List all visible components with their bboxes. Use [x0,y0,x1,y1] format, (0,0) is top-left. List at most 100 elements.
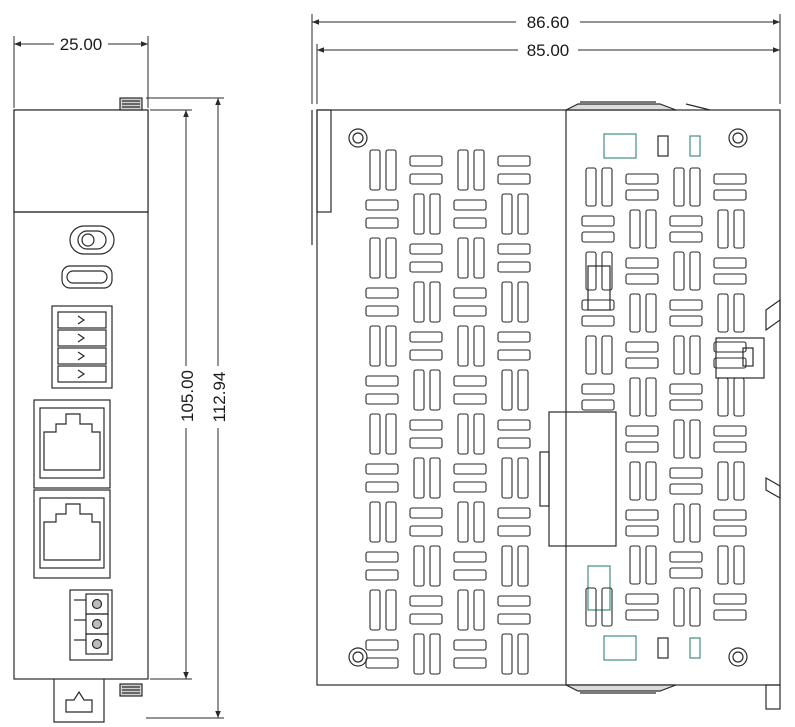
vent-slot [453,287,487,299]
vent-slot [409,595,443,607]
vent-slot [409,331,443,343]
dip-switch-icon [69,225,115,255]
vent-slot [457,413,469,455]
vent-slot [457,501,469,543]
vent-slot [625,525,659,537]
vent-slot [585,251,597,291]
vent-slot [409,525,443,537]
vent-slot [365,199,399,211]
vent-slot [601,251,613,291]
vent-slot [645,293,657,333]
vent-slot [473,325,485,367]
vent-slot [385,413,397,455]
vent-slot [457,325,469,367]
vent-slot [517,545,529,587]
vent-slot [497,173,531,185]
vent-slot [717,545,729,585]
vent-slot [369,589,381,631]
vent-slot [625,593,659,605]
vent-slot [629,461,641,501]
vent-slot [673,503,685,543]
vent-slot [517,281,529,323]
vent-slot [629,545,641,585]
rj45-port-icon [33,399,111,489]
vent-slot [625,189,659,201]
vent-slot [625,257,659,269]
vent-slot [713,357,747,369]
vent-slot [497,525,531,537]
vent-slot [409,349,443,361]
vent-slot [625,173,659,185]
vent-slot [413,545,425,587]
vent-slot [733,293,745,333]
vent-slot [625,357,659,369]
vent-slot [369,413,381,455]
vent-slot [429,633,441,675]
vent-slot [689,587,701,627]
vent-slot [497,243,531,255]
top-knob [565,103,677,111]
vent-slot [625,273,659,285]
vent-slot [453,199,487,211]
vent-slot [457,589,469,631]
dim-overall-width: 85.00 [527,41,570,60]
vent-slot [645,377,657,417]
vent-slot [453,375,487,387]
vent-slot [501,457,513,499]
vent-slot [365,375,399,387]
vent-slot [581,215,615,227]
vent-slot [673,167,685,207]
dim-front-width: 25.00 [60,35,103,54]
vent-slot [585,335,597,375]
vent-slot [453,393,487,405]
dim-overall-height: 112.94 [210,372,229,423]
vent-slot [669,383,703,395]
vent-slot [409,613,443,625]
vent-slot [409,243,443,255]
vent-slot [453,551,487,563]
vent-slot [601,167,613,207]
vent-slot [365,551,399,563]
vent-slot [369,501,381,543]
vent-slot [713,593,747,605]
vent-slot [429,457,441,499]
vent-slot [645,209,657,249]
vent-slot [689,335,701,375]
vent-slot [413,281,425,323]
vent-slot [385,501,397,543]
vent-slot [717,377,729,417]
vent-slot [517,193,529,235]
vent-slot [517,457,529,499]
vent-slot [629,377,641,417]
vent-slot [429,281,441,323]
vent-slot [713,609,747,621]
vent-slot [385,237,397,279]
side-view [311,101,781,710]
vent-slot [473,589,485,631]
vent-slot [625,341,659,353]
vent-slot [497,613,531,625]
vent-slot [733,209,745,249]
vent-slot [669,299,703,311]
vent-slot [473,501,485,543]
vent-slot [629,293,641,333]
vent-slot [365,481,399,493]
din-rail-clip-icon [765,298,781,332]
vent-slot [517,369,529,411]
vent-slot [717,209,729,249]
vent-slot [413,633,425,675]
vent-slot [625,609,659,621]
vent-slot [669,567,703,579]
vent-slot [497,419,531,431]
vent-slot [689,167,701,207]
vent-slot [601,335,613,375]
vent-slot [473,237,485,279]
vent-slot [501,281,513,323]
vent-slot [673,251,685,291]
vent-slot [713,273,747,285]
vent-slot [365,463,399,475]
vent-slot [625,425,659,437]
vent-slot [365,393,399,405]
vent-slot [625,441,659,453]
vent-slot [409,437,443,449]
